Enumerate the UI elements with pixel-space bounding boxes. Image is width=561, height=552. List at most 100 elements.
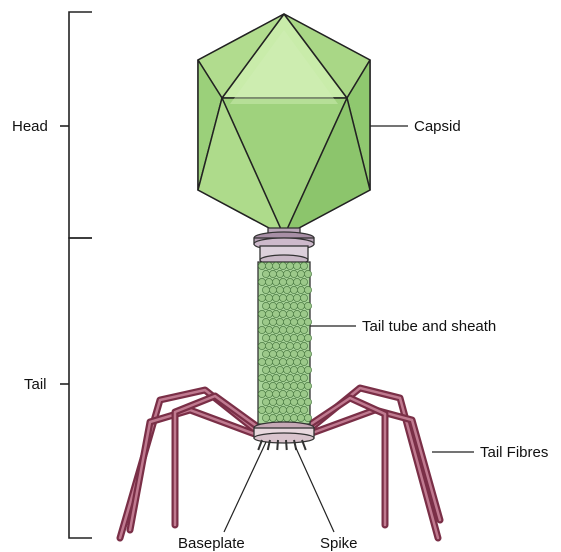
sheath-bead xyxy=(279,358,286,365)
tail-sheath xyxy=(258,262,312,424)
sheath-bead xyxy=(304,414,311,421)
tail-fibre xyxy=(175,396,262,525)
sheath-bead xyxy=(258,374,265,381)
spike-leader xyxy=(296,448,334,532)
sheath-bead xyxy=(286,262,293,269)
sheath-bead xyxy=(276,270,283,277)
sheath-bead xyxy=(258,278,265,285)
sheath-bead xyxy=(279,390,286,397)
sheath-bead xyxy=(262,270,269,277)
sheath-bead xyxy=(297,398,304,405)
sheath-bead xyxy=(272,326,279,333)
sheath-bead xyxy=(293,326,300,333)
sheath-bead xyxy=(286,310,293,317)
sheath-bead xyxy=(300,326,307,333)
sheath-bead xyxy=(279,278,286,285)
sheath-bead xyxy=(262,286,269,293)
sheath-bead xyxy=(272,390,279,397)
tail-fibre-highlight xyxy=(302,398,385,525)
sheath-bead xyxy=(258,390,265,397)
sheath-bead xyxy=(290,382,297,389)
sheath-bead xyxy=(279,342,286,349)
sheath-bead xyxy=(276,366,283,373)
sheath-bead xyxy=(269,334,276,341)
baseplate xyxy=(254,422,314,443)
sheath-bead xyxy=(272,358,279,365)
spike-label: Spike xyxy=(320,535,358,552)
tail-tube-label: Tail tube and sheath xyxy=(362,318,496,335)
sheath-bead xyxy=(297,286,304,293)
baseplate-label: Baseplate xyxy=(178,535,245,552)
sheath-bead xyxy=(293,406,300,413)
sheath-bead xyxy=(272,262,279,269)
sheath-bead xyxy=(304,302,311,309)
sheath-bead xyxy=(304,334,311,341)
sheath-bead xyxy=(262,366,269,373)
sheath-bead xyxy=(265,294,272,301)
sheath-bead xyxy=(258,342,265,349)
sheath-bead xyxy=(269,286,276,293)
sheath-bead xyxy=(293,278,300,285)
sheath-bead xyxy=(272,310,279,317)
sheath-bead xyxy=(297,334,304,341)
sheath-bead xyxy=(269,398,276,405)
sheath-bead xyxy=(293,310,300,317)
head-bracket xyxy=(60,12,92,238)
sheath-bead xyxy=(283,334,290,341)
sheath-bead xyxy=(262,318,269,325)
sheath-bead xyxy=(276,334,283,341)
sheath-bead xyxy=(269,270,276,277)
sheath-bead xyxy=(265,262,272,269)
sheath-bead xyxy=(283,398,290,405)
sheath-bead xyxy=(300,294,307,301)
spike xyxy=(277,440,278,450)
sheath-bead xyxy=(283,366,290,373)
sheath-bead xyxy=(283,414,290,421)
sheath-bead xyxy=(265,278,272,285)
sheath-bead xyxy=(290,398,297,405)
sheath-bead xyxy=(300,310,307,317)
sheath-bead xyxy=(276,414,283,421)
sheath-bead xyxy=(262,302,269,309)
sheath-bead xyxy=(283,382,290,389)
sheath-bead xyxy=(272,342,279,349)
sheath-bead xyxy=(286,374,293,381)
sheath-bead xyxy=(300,390,307,397)
sheath-bead xyxy=(300,358,307,365)
sheath-bead xyxy=(304,398,311,405)
collar xyxy=(254,228,314,265)
sheath-bead xyxy=(283,270,290,277)
sheath-bead xyxy=(276,302,283,309)
sheath-bead xyxy=(297,366,304,373)
sheath-bead xyxy=(262,350,269,357)
sheath-bead xyxy=(304,270,311,277)
sheath-bead xyxy=(258,294,265,301)
tail-bracket xyxy=(60,238,92,538)
sheath-bead xyxy=(290,286,297,293)
sheath-bead xyxy=(258,310,265,317)
capsid-label: Capsid xyxy=(414,118,461,135)
sheath-bead xyxy=(262,414,269,421)
sheath-bead xyxy=(300,374,307,381)
sheath-bead xyxy=(258,358,265,365)
sheath-bead xyxy=(297,302,304,309)
capsid xyxy=(198,14,370,236)
sheath-bead xyxy=(304,350,311,357)
sheath-bead xyxy=(297,382,304,389)
tail-fibres-label: Tail Fibres xyxy=(480,444,548,461)
sheath-bead xyxy=(283,350,290,357)
sheath-bead xyxy=(283,318,290,325)
sheath-bead xyxy=(265,390,272,397)
sheath-bead xyxy=(297,414,304,421)
sheath-bead xyxy=(276,398,283,405)
sheath-bead xyxy=(265,358,272,365)
sheath-bead xyxy=(265,374,272,381)
sheath-bead xyxy=(286,294,293,301)
sheath-bead xyxy=(290,302,297,309)
sheath-bead xyxy=(297,270,304,277)
sheath-bead xyxy=(269,302,276,309)
sheath-bead xyxy=(286,390,293,397)
sheath-bead xyxy=(276,382,283,389)
sheath-bead xyxy=(276,286,283,293)
